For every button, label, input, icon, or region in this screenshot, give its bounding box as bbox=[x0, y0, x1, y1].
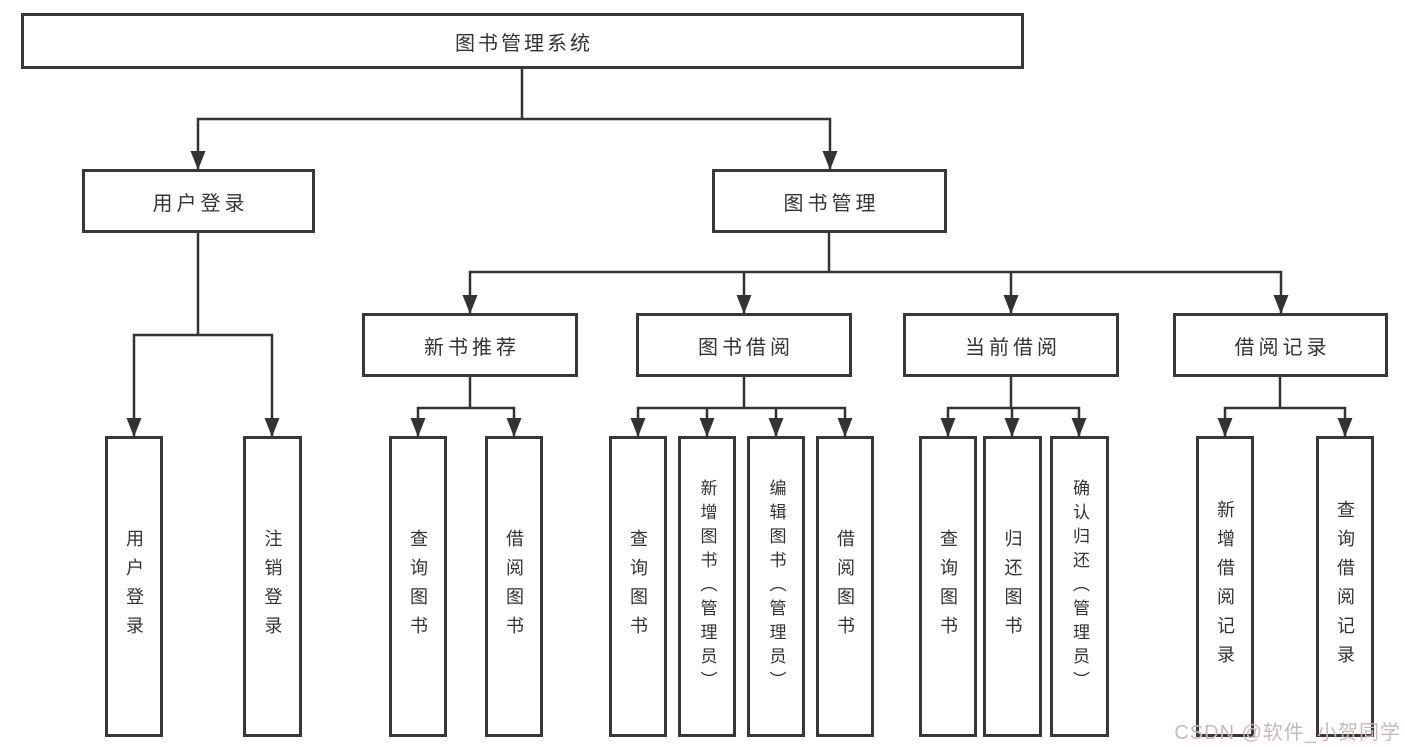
arrow-down-icon bbox=[1003, 295, 1019, 314]
leaf-return-books: 归还图书 bbox=[983, 436, 1042, 737]
arrowheads-group bbox=[126, 151, 1353, 437]
leaf-borrow-books: 借阅图书 bbox=[816, 436, 874, 737]
leaf-logout: 注销登录 bbox=[243, 436, 302, 737]
leaf-confirm-return-admin: 确认归还（管理员） bbox=[1050, 436, 1109, 737]
node-book-borrowing: 图书借阅 bbox=[636, 313, 852, 377]
node-new-book-recommendation: 新书推荐 bbox=[362, 313, 578, 377]
leaf-edit-books-admin: 编辑图书（管理员） bbox=[747, 436, 805, 737]
leaf-user-login: 用户登录 bbox=[105, 436, 163, 737]
node-current-borrowing: 当前借阅 bbox=[903, 313, 1119, 377]
leaf-query-borrow-record: 查询借阅记录 bbox=[1316, 436, 1374, 737]
arrow-down-icon bbox=[1337, 418, 1353, 437]
connector-lines bbox=[132, 69, 1347, 437]
node-borrowing-records: 借阅记录 bbox=[1173, 313, 1388, 377]
arrow-down-icon bbox=[1217, 418, 1233, 437]
arrow-down-icon bbox=[410, 418, 426, 437]
arrow-down-icon bbox=[190, 151, 206, 170]
arrow-down-icon bbox=[264, 418, 280, 437]
arrow-down-icon bbox=[506, 418, 522, 437]
csdn-watermark: CSDN @软件_小贺同学 bbox=[1174, 722, 1401, 744]
node-book-management: 图书管理 bbox=[712, 169, 947, 233]
node-library-management-system: 图书管理系统 bbox=[21, 13, 1024, 69]
leaf-add-borrow-record: 新增借阅记录 bbox=[1196, 436, 1254, 737]
arrow-down-icon bbox=[699, 418, 715, 437]
leaf-borrow-books-recommend: 借阅图书 bbox=[485, 436, 543, 737]
arrow-down-icon bbox=[1273, 295, 1289, 314]
arrow-down-icon bbox=[126, 418, 142, 437]
node-user-login: 用户登录 bbox=[82, 169, 315, 233]
leaf-query-books-recommend: 查询图书 bbox=[389, 436, 447, 737]
arrow-down-icon bbox=[462, 295, 478, 314]
leaf-add-books-admin: 新增图书（管理员） bbox=[678, 436, 736, 737]
leaf-query-books-borrow: 查询图书 bbox=[609, 436, 667, 737]
arrow-down-icon bbox=[768, 418, 784, 437]
arrow-down-icon bbox=[630, 418, 646, 437]
arrow-down-icon bbox=[822, 151, 838, 170]
arrow-down-icon bbox=[1004, 418, 1020, 437]
arrow-down-icon bbox=[1071, 418, 1087, 437]
arrow-down-icon bbox=[940, 418, 956, 437]
arrow-down-icon bbox=[837, 418, 853, 437]
arrow-down-icon bbox=[736, 295, 752, 314]
leaf-query-books-current: 查询图书 bbox=[919, 436, 977, 737]
